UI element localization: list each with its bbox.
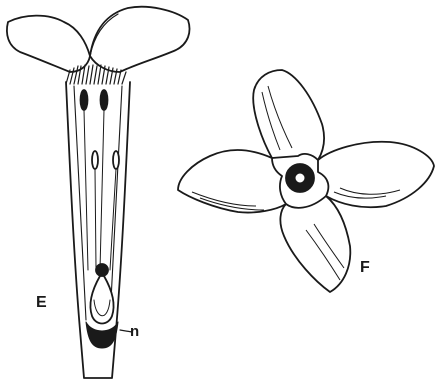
petal-bottom (280, 196, 350, 292)
label-e: E (36, 294, 47, 311)
stigma (295, 173, 305, 183)
label-n: n (130, 323, 139, 340)
stamens-lower (92, 151, 119, 270)
petal-left (178, 150, 286, 212)
pistil (90, 264, 113, 324)
figure-f-corolla-top-view (178, 70, 434, 292)
figure-e-flower-section (7, 7, 190, 378)
petal-top (253, 70, 324, 160)
petal-lobe-left (7, 16, 90, 72)
petal-lobe-right (90, 7, 190, 72)
nectary (86, 322, 118, 348)
label-f: F (360, 259, 370, 276)
stamens-upper (81, 90, 108, 270)
